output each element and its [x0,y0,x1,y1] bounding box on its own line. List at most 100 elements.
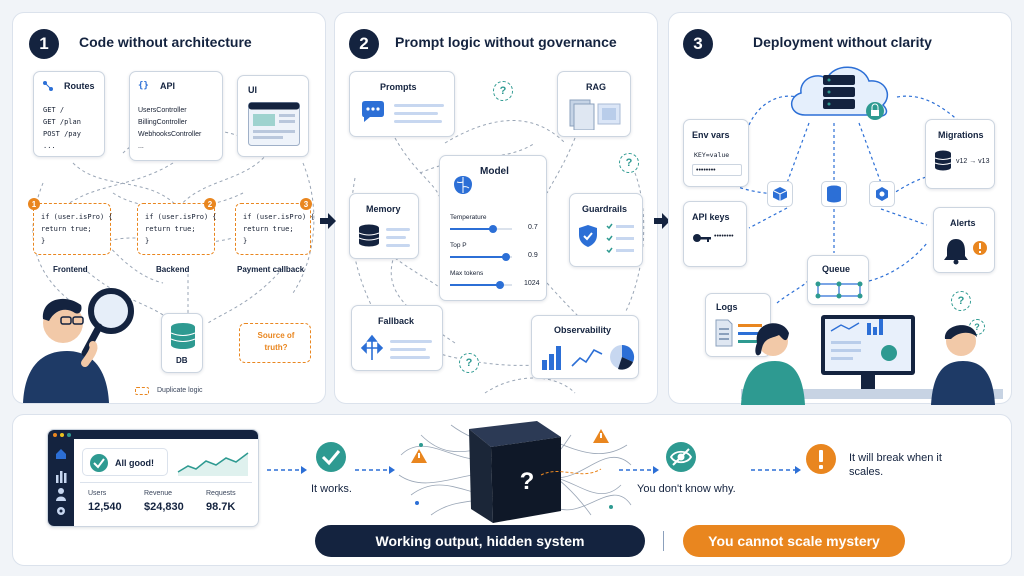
checklist-icon [606,223,634,254]
hexagon-gear-icon [876,187,888,201]
legend-label: Duplicate logic [157,387,203,394]
brain-icon [454,176,472,194]
payment-code-card: 3 if (user.isPro) { return true; } [235,198,315,255]
rag-title: RAG [586,82,606,92]
database-icon [170,323,196,349]
question-icon: ? [951,291,971,311]
logs-card: Logs [705,293,771,357]
window-titlebar [48,430,258,439]
stat-label: Users [88,490,107,497]
observability-title: Observability [554,325,612,335]
svg-text:?: ? [520,468,535,495]
slider-knob[interactable] [501,253,510,261]
queue-card: Queue [807,255,869,305]
break-text: It will break when it scales. [849,452,942,478]
bell-alert-icon [944,239,987,265]
model-card: Model Temperature 0.7 Top P 0.9 Max toke… [439,155,547,301]
db-label: DB [176,356,188,365]
prompts-title: Prompts [380,82,417,92]
backend-code-card: 2 if (user.isPro) { return true; } [137,198,217,255]
code-line: if (user.isPro) { [145,213,217,221]
queue-title: Queue [822,264,851,274]
code-line: } [145,237,150,245]
param-slider-track[interactable] [450,225,512,233]
memory-title: Memory [366,204,401,214]
panel-title: Code without architecture [79,34,252,50]
queue-graph-icon [815,281,863,299]
dashed-arrow-icon [267,466,307,474]
developer-magnifier-illustration [23,288,134,403]
route-line: POST /pay [43,130,81,138]
arrow-right-icon [654,213,670,229]
shield-check-icon [579,225,597,247]
apikey-dots: •••••••• [714,233,734,240]
divider [663,531,664,551]
badge: 3 [300,198,312,210]
route-line: ... [43,142,56,150]
service-node[interactable] [767,181,793,207]
panel-deployment: 3 Deployment without clarity Env vars KE… [668,12,1012,405]
scale-mystery-pill: You cannot scale mystery [683,525,905,557]
why-text: You don't know why. [637,483,736,495]
legend-swatch [135,387,149,395]
stat-revenue: Revenue $24,830 [144,490,184,513]
dashed-arrow-icon [619,466,659,474]
trend-sparkline [177,452,249,476]
param-name: Max tokens [450,270,484,277]
stat-label: Revenue [144,490,173,497]
database-icon [827,185,841,203]
stat-label: Requests [206,490,236,497]
question-icon: ? [619,153,639,173]
param-slider-track[interactable] [450,281,512,289]
ui-title: UI [248,85,257,95]
migrations-card: Migrations v12 → v13 [925,119,995,189]
payment-label: Payment callback [237,265,305,274]
migrations-title: Migrations [938,130,984,140]
param-name: Temperature [450,214,487,221]
documents-icon [569,99,621,130]
dashboard-window: All good! Users 12,540 Revenue $24,830 R… [47,429,259,527]
step-number: 1 [29,29,59,59]
stat-value: 12,540 [88,501,122,513]
code-line: return true; [41,225,92,233]
sidebar-icons [56,449,67,515]
service-node[interactable] [869,181,895,207]
braces-icon: {} [138,81,149,91]
metrics-charts-icon [542,344,635,370]
question-icon: ? [459,353,479,373]
check-circle-icon [90,454,108,472]
routes-card: Routes GET / GET /plan POST /pay ... [33,71,105,157]
service-node[interactable] [821,181,847,207]
code-line: } [41,237,46,245]
code-line: if (user.isPro) { [243,213,315,221]
eye-slash-icon [666,442,696,472]
route-line: GET /plan [43,118,81,126]
cloud-servers-icon [791,66,889,120]
env-secret-field[interactable]: •••••••• [692,164,742,176]
routes-title: Routes [64,81,95,91]
slider-knob[interactable] [489,225,498,233]
window-controls-icon [53,433,71,437]
step-number: 3 [683,29,713,59]
prompts-card: Prompts [349,71,455,137]
fallback-card: Fallback [351,305,443,371]
panel-title: Deployment without clarity [753,34,932,50]
frontend-label: Frontend [53,265,88,274]
question-icon: ? [493,81,513,101]
status-card: All good! [82,448,168,476]
param-slider-track[interactable] [450,253,512,261]
chat-bubble-icon [362,101,384,122]
param-value: 0.7 [528,224,538,231]
api-keys-card: API keys •••••••• [683,201,747,267]
warning-circle-icon [806,444,836,474]
model-title: Model [480,166,509,177]
alerts-title: Alerts [950,218,976,228]
badge: 1 [28,198,40,210]
migration-version: v12 → v13 [956,158,990,165]
backend-label: Backend [156,265,190,274]
guardrails-card: Guardrails [569,193,643,267]
slider-knob[interactable] [495,281,504,289]
panel-prompt-logic: 2 Prompt logic without governance Prompt… [334,12,658,404]
stat-value: 98.7K [206,501,236,513]
param-value: 1024 [524,280,540,287]
